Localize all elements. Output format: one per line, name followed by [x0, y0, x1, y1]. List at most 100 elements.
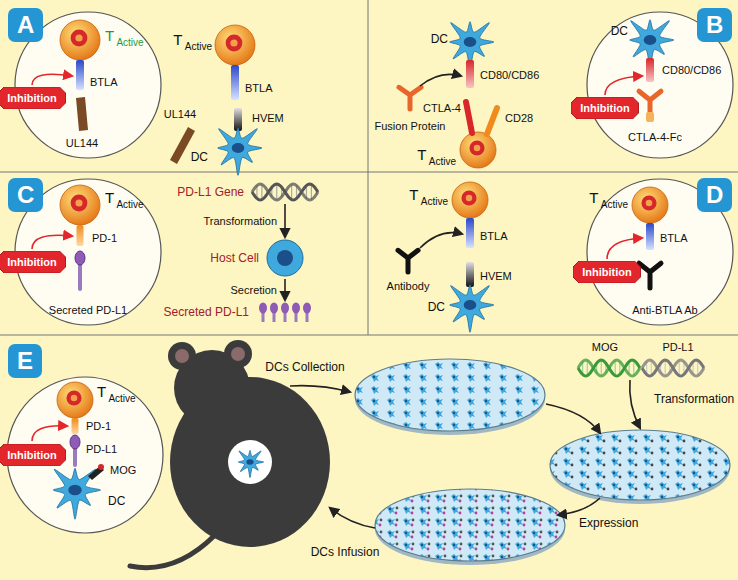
- dendritic-cell: [218, 128, 262, 176]
- flow-arrow: [290, 386, 350, 392]
- inhibition-arrow: [32, 235, 72, 249]
- edge-label: Secretion: [229, 284, 279, 296]
- panel-divider: [368, 0, 369, 335]
- node-text: Host Cell: [210, 251, 259, 265]
- node-text: B: [706, 10, 723, 40]
- binding-arrow: [420, 74, 461, 86]
- flow-arrow: [546, 404, 600, 433]
- flow-arrow: [558, 498, 600, 515]
- part-label: UL144: [164, 108, 196, 120]
- panel-circle: [7, 377, 163, 533]
- btla-receptor: [466, 218, 474, 248]
- panel-letter: D: [697, 178, 732, 212]
- panel-letter: C: [8, 178, 43, 212]
- flow-connector: [284, 204, 286, 237]
- dendritic-cell: [450, 285, 494, 333]
- part-label: CTLA-4-Fc: [628, 131, 682, 143]
- binding-arrow: [420, 233, 462, 248]
- culture-dish: [355, 359, 545, 435]
- secreted-pdl1-head: [75, 251, 85, 265]
- part-label: DC: [108, 495, 125, 508]
- t-cell: [60, 20, 100, 60]
- part-label: CD28: [505, 112, 533, 124]
- part-label: T Active: [105, 190, 144, 207]
- panel-divider: [0, 335, 738, 336]
- process-node: Secreted PD-L1: [164, 301, 315, 323]
- inhibition-octagon: Inhibition: [0, 444, 66, 466]
- node-text: PD-L1 Gene: [177, 185, 244, 199]
- inhibition-arrow: [607, 238, 642, 259]
- inhibition-arrow: [32, 426, 67, 441]
- anti-btla-antibody: [639, 263, 661, 288]
- t-cell: [215, 25, 255, 65]
- t-cell: [60, 185, 100, 225]
- pdl1-ligand-head: [70, 435, 80, 449]
- part-label: DCs Infusion: [309, 546, 382, 559]
- panel-letter: B: [697, 8, 732, 42]
- btla-receptor: [76, 60, 84, 90]
- panel-letter: E: [8, 344, 42, 378]
- node-text: Secreted PD-L1: [164, 305, 249, 319]
- process-node: Host Cell: [210, 238, 305, 278]
- node-text: Inhibition: [7, 449, 56, 461]
- ctla4-receptor: [466, 102, 472, 133]
- part-label: DCs Collection: [265, 361, 344, 374]
- node-text: Inhibition: [7, 256, 56, 268]
- edge-label: Transformation: [201, 215, 279, 227]
- part-label: MOG: [592, 341, 618, 353]
- flow-connector: [284, 279, 286, 300]
- inhibition-arrow: [32, 74, 72, 85]
- part-label: Transformation: [652, 393, 736, 406]
- t-cell: [57, 382, 93, 418]
- inhibition-octagon: Inhibition: [0, 87, 66, 109]
- part-label: CTLA-4: [423, 102, 461, 114]
- secreted-pdl1: [78, 263, 82, 291]
- part-label: Anti-BTLA Ab: [632, 304, 697, 316]
- part-label: BTLA: [480, 230, 508, 242]
- hvem-receptor: [466, 262, 474, 287]
- dendritic-cell: [238, 450, 263, 477]
- inhibition-arrow: [605, 76, 642, 95]
- panel-divider: [0, 172, 738, 173]
- part-label: HVEM: [252, 112, 284, 124]
- cd28-receptor: [487, 108, 497, 134]
- part-label: DC: [428, 301, 445, 314]
- process-node: PD-L1 Gene: [177, 181, 320, 203]
- t-cell: [460, 132, 496, 168]
- part-label: BTLA: [245, 82, 273, 94]
- part-label: T Active: [97, 384, 136, 401]
- part-label: T Active: [105, 28, 144, 45]
- part-label: PD-1: [92, 232, 117, 244]
- inhibition-octagon: Inhibition: [571, 97, 638, 119]
- t-cell: [452, 182, 488, 218]
- part-label: PD-L1: [662, 341, 693, 353]
- node-text: D: [706, 180, 723, 210]
- panel-circle: [587, 179, 733, 325]
- part-label: UL144: [66, 137, 98, 149]
- cd80-receptor: [466, 60, 474, 88]
- panel-letter: A: [8, 8, 43, 42]
- culture-dish: [550, 430, 730, 504]
- part-label: MOG: [110, 464, 136, 476]
- dna-construct: [578, 360, 704, 376]
- part-label: Expression: [577, 517, 640, 530]
- flow-arrow: [630, 380, 640, 428]
- btla-receptor: [231, 65, 239, 100]
- antibody: [398, 250, 418, 272]
- pdl1-ligand: [73, 447, 77, 467]
- inhibition-octagon: Inhibition: [0, 251, 66, 273]
- part-label: CD80/CD86: [480, 69, 539, 81]
- node-text: Inhibition: [582, 266, 631, 278]
- part-label: HVEM: [480, 270, 512, 282]
- t-cell: [632, 187, 668, 223]
- node-icon: [255, 301, 315, 323]
- part-label: DC: [431, 33, 448, 46]
- fc-part: [646, 112, 654, 122]
- node-text: Inhibition: [580, 102, 629, 114]
- node-text: A: [17, 10, 34, 40]
- fusion-protein: [399, 87, 421, 109]
- part-label: Fusion Protein: [375, 120, 446, 132]
- pd1-receptor: [77, 225, 84, 246]
- part-label: DC: [611, 25, 628, 38]
